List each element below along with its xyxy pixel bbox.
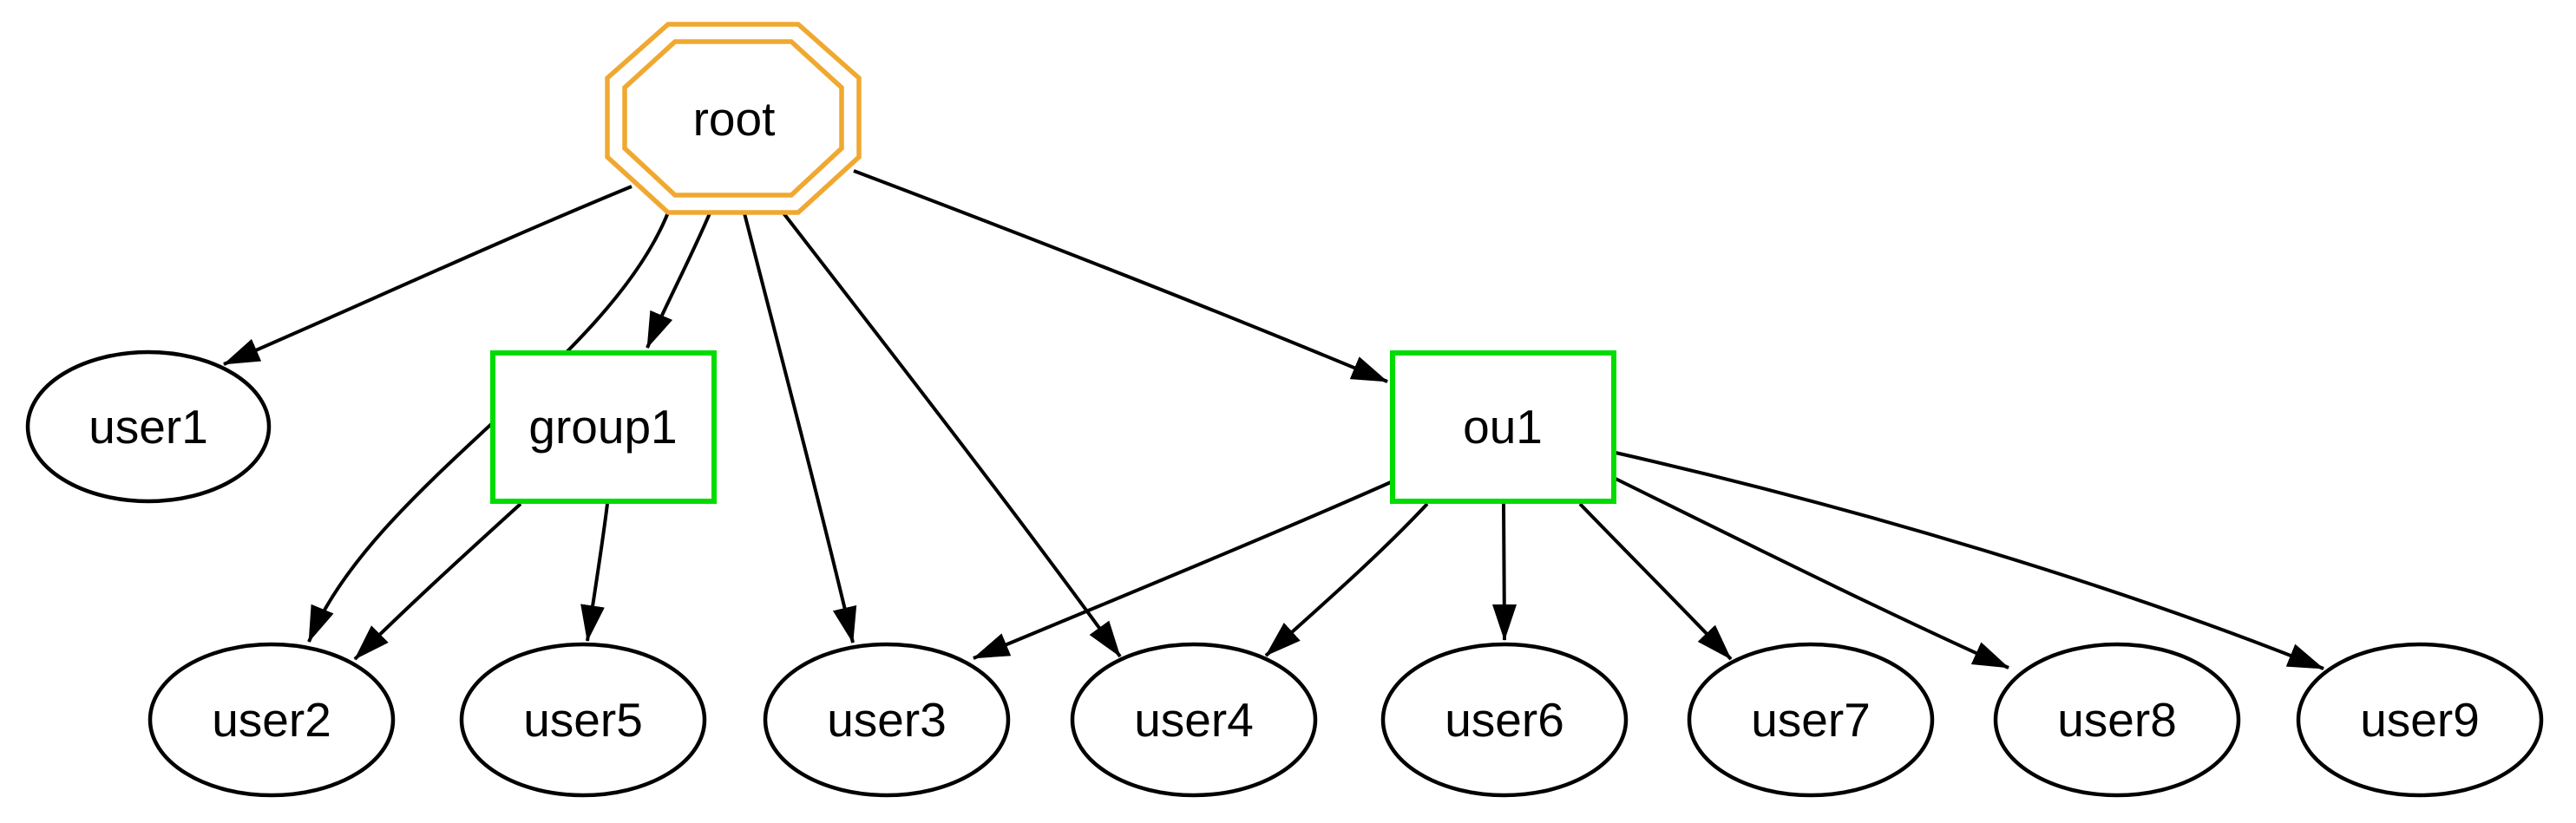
node-label-user5: user5: [523, 693, 643, 747]
edge-ou1-user4: [1264, 502, 1429, 657]
ou1-box: [1390, 350, 1616, 504]
node-user4: user4: [1070, 642, 1318, 798]
node-label-user8: user8: [2057, 693, 2177, 747]
edges: [223, 169, 2324, 670]
group1-box: [490, 350, 717, 504]
node-root: root: [605, 22, 862, 215]
node-user7: user7: [1687, 642, 1935, 798]
user5-ellipse: [459, 642, 707, 798]
edge-root-ou1: [853, 169, 1388, 383]
user6-ellipse: [1380, 642, 1629, 798]
user3-ellipse: [763, 642, 1011, 798]
node-label-user1: user1: [88, 400, 208, 454]
user9-ellipse: [2296, 642, 2544, 798]
node-user6: user6: [1380, 642, 1629, 798]
node-user1: user1: [25, 349, 272, 504]
edge-ou1-user7: [1578, 502, 1733, 661]
nodes: root user1 group1 ou1 user2 user5: [25, 22, 2544, 798]
edge-ou1-user9: [1615, 451, 2324, 670]
edge-root-user2: [307, 212, 670, 643]
node-label-user7: user7: [1751, 693, 1871, 747]
edge-ou1-user8: [1615, 477, 2009, 670]
node-user5: user5: [459, 642, 707, 798]
node-label-user2: user2: [212, 693, 331, 747]
edge-ou1-user3: [973, 480, 1392, 660]
user8-ellipse: [1993, 642, 2241, 798]
edge-root-user3: [743, 212, 857, 643]
user7-ellipse: [1687, 642, 1935, 798]
node-label-root: root: [693, 92, 776, 146]
node-group1: group1: [490, 350, 717, 504]
node-label-user3: user3: [827, 693, 947, 747]
edge-root-user4: [777, 205, 1122, 658]
edge-root-group1: [646, 212, 711, 349]
user2-ellipse: [147, 642, 396, 798]
root-octagon-inner: [622, 39, 844, 198]
edge-group1-user2: [353, 502, 522, 661]
edge-root-user1: [223, 185, 633, 366]
edge-group1-user5: [580, 503, 609, 642]
node-label-ou1: ou1: [1463, 400, 1543, 454]
node-label-user4: user4: [1134, 693, 1254, 747]
node-label-group1: group1: [528, 400, 677, 454]
user4-ellipse: [1070, 642, 1318, 798]
node-label-user9: user9: [2360, 693, 2480, 747]
node-user8: user8: [1993, 642, 2241, 798]
user1-ellipse: [25, 349, 272, 504]
root-octagon-outer: [605, 22, 862, 215]
node-user9: user9: [2296, 642, 2544, 798]
node-user3: user3: [763, 642, 1011, 798]
node-label-user6: user6: [1445, 693, 1564, 747]
node-user2: user2: [147, 642, 396, 798]
node-ou1: ou1: [1390, 350, 1616, 504]
